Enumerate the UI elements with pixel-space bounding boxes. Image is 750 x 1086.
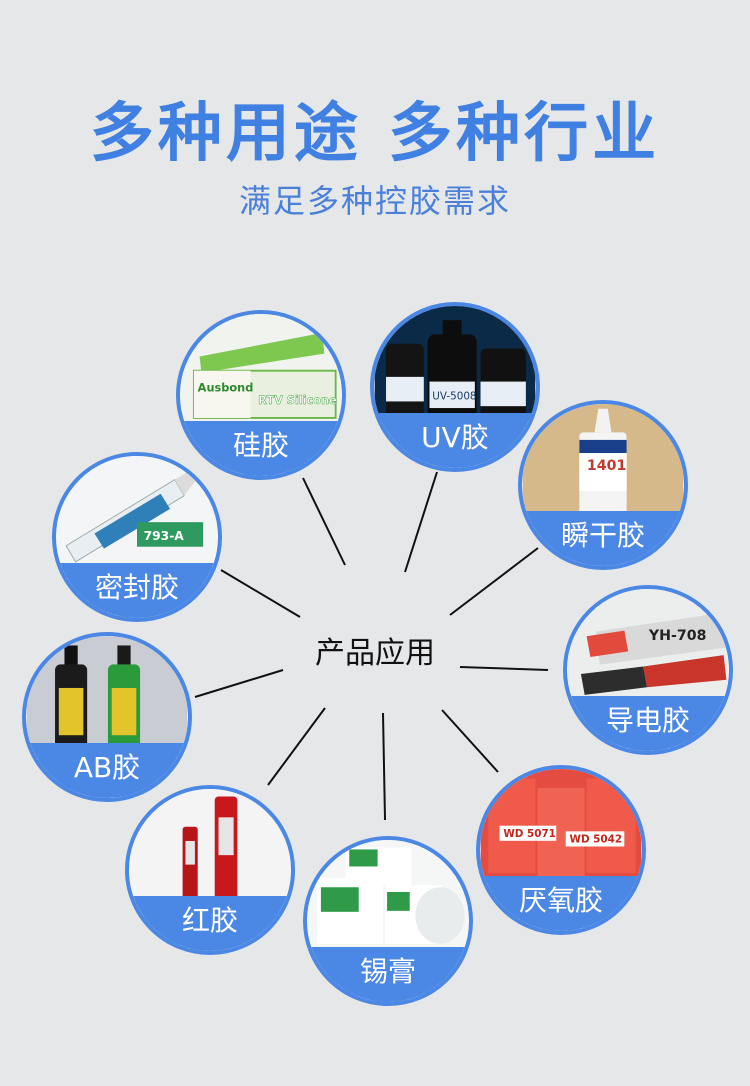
anaerobic-model2-text: WD 5042: [570, 834, 623, 846]
spoke-line: [267, 707, 326, 786]
product-silicone[interactable]: Ausbond RTV Silicone 硅胶: [176, 310, 346, 480]
product-instant[interactable]: 1401 瞬干胶: [518, 400, 688, 570]
product-label: UV胶: [374, 412, 536, 468]
silicone-image: Ausbond RTV Silicone: [180, 314, 342, 428]
spoke-line: [441, 709, 499, 773]
product-conductive[interactable]: YH-708 导电胶: [563, 585, 733, 755]
product-red-glue[interactable]: 红胶: [125, 785, 295, 955]
product-label: 瞬干胶: [522, 510, 684, 566]
product-label: 红胶: [129, 895, 291, 951]
uv-model-text: UV-5008: [432, 391, 476, 403]
ab-image: [26, 636, 188, 750]
anaerobic-model1-text: WD 5071: [503, 828, 556, 840]
product-label: AB胶: [26, 742, 188, 798]
product-uv[interactable]: UV-5008 UV胶: [370, 302, 540, 472]
page-title: 多种用途 多种行业: [89, 97, 661, 171]
sealant-model-text: 793-A: [144, 529, 185, 543]
silicone-product-text: RTV Silicone: [258, 393, 337, 407]
conductive-model-text: YH-708: [648, 628, 707, 644]
instant-image: 1401: [522, 404, 684, 518]
product-solder-paste[interactable]: 锡膏: [303, 836, 473, 1006]
spoke-line: [302, 477, 346, 566]
anaerobic-image: WD 5071 WD 5042: [480, 769, 642, 883]
product-label: 密封胶: [56, 562, 218, 618]
center-label: 产品应用: [315, 636, 435, 671]
product-sealant[interactable]: 793-A 密封胶: [52, 452, 222, 622]
product-label: 厌氧胶: [480, 875, 642, 931]
uv-image: UV-5008: [374, 306, 536, 420]
product-label: 锡膏: [307, 946, 469, 1002]
spoke-line: [194, 669, 284, 698]
silicone-brand-text: Ausbond: [198, 380, 254, 394]
page-subtitle: 满足多种控胶需求: [238, 182, 511, 220]
spoke-line: [459, 666, 549, 671]
solder-paste-image: [307, 840, 469, 954]
conductive-image: YH-708: [567, 589, 729, 703]
sealant-image: 793-A: [56, 456, 218, 570]
spoke-line: [220, 569, 301, 618]
red-glue-image: [129, 789, 291, 903]
instant-model-text: 1401: [587, 458, 626, 474]
product-label: 导电胶: [567, 695, 729, 751]
product-ab[interactable]: AB胶: [22, 632, 192, 802]
spoke-line: [404, 471, 438, 573]
product-anaerobic[interactable]: WD 5071 WD 5042 厌氧胶: [476, 765, 646, 935]
spoke-line: [382, 712, 386, 821]
